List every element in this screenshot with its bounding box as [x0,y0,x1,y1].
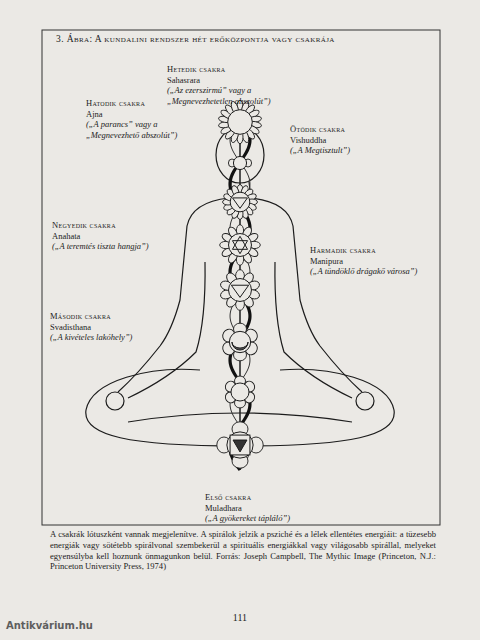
figure-title: 3. Ábra: A kundalini rendszer hét erőköz… [56,34,335,44]
chakra-number: Hetedik csakra [167,64,285,75]
chakra-meaning: („A parancs” vagy a „Megnevezhető abszol… [86,119,198,140]
chakra-lotuses [217,100,263,468]
chakra-number: Harmadik csakra [310,245,436,256]
chakra-meaning: („A kivételes lakóhely”) [50,332,158,343]
chakra-meaning: („A gyökereket tápláló”) [205,513,325,524]
chakra-number: Ötödik csakra [290,124,402,135]
chakra-number: Első csakra [205,492,325,503]
page-number: 111 [226,612,254,623]
chakra-label: Második csakraSvadisthana(„A kivételes l… [50,311,158,343]
chakra-name: Svadisthana [50,322,158,333]
chakra-lotus [223,185,258,220]
chakra-name: Vishuddha [290,135,402,146]
chakra-number: Második csakra [50,311,158,322]
chakra-lotus [223,376,256,408]
chakra-name: Muladhara [205,503,325,514]
chakra-meaning: („A Megtisztult”) [290,145,402,156]
chakra-lotus [228,156,251,169]
chakra-meaning: („A teremtés tiszta hangja”) [52,241,170,252]
chakra-lotus [218,100,262,144]
chakra-meaning: („A tündöklő drágakő városa”) [310,266,436,277]
chakra-number: Hatodik csakra [86,98,198,109]
chakra-label: Negyedik csakraAnahata(„A teremtés tiszt… [52,220,170,252]
figure-frame [42,30,440,525]
chakra-meaning: („Az ezerszirmú” vagy a „Megnevezhetetle… [167,85,285,106]
chakra-label: Hetedik csakraSahasrara(„Az ezerszirmú” … [167,64,285,106]
chakra-lotus [220,323,259,361]
chakra-lotus [217,422,263,468]
chakra-label: Ötödik csakraVishuddha(„A Megtisztult”) [290,124,402,156]
chakra-name: Manipura [310,256,436,267]
chakra-label: Harmadik csakraManipura(„A tündöklő drág… [310,245,436,277]
chakra-lotus [219,270,260,311]
chakra-name: Anahata [52,231,170,242]
chakra-name: Sahasrara [167,75,285,86]
chakra-label: Első csakraMuladhara(„A gyökereket táplá… [205,492,325,524]
chakra-number: Negyedik csakra [52,220,170,231]
chakra-name: Ajna [86,109,198,120]
watermark: Antikvárium.hu [6,620,93,631]
chakra-lotus [220,225,261,266]
figure-caption: A csakrák lótuszként vannak megjelenítve… [50,529,436,572]
chakra-label: Hatodik csakraAjna(„A parancs” vagy a „M… [86,98,198,140]
